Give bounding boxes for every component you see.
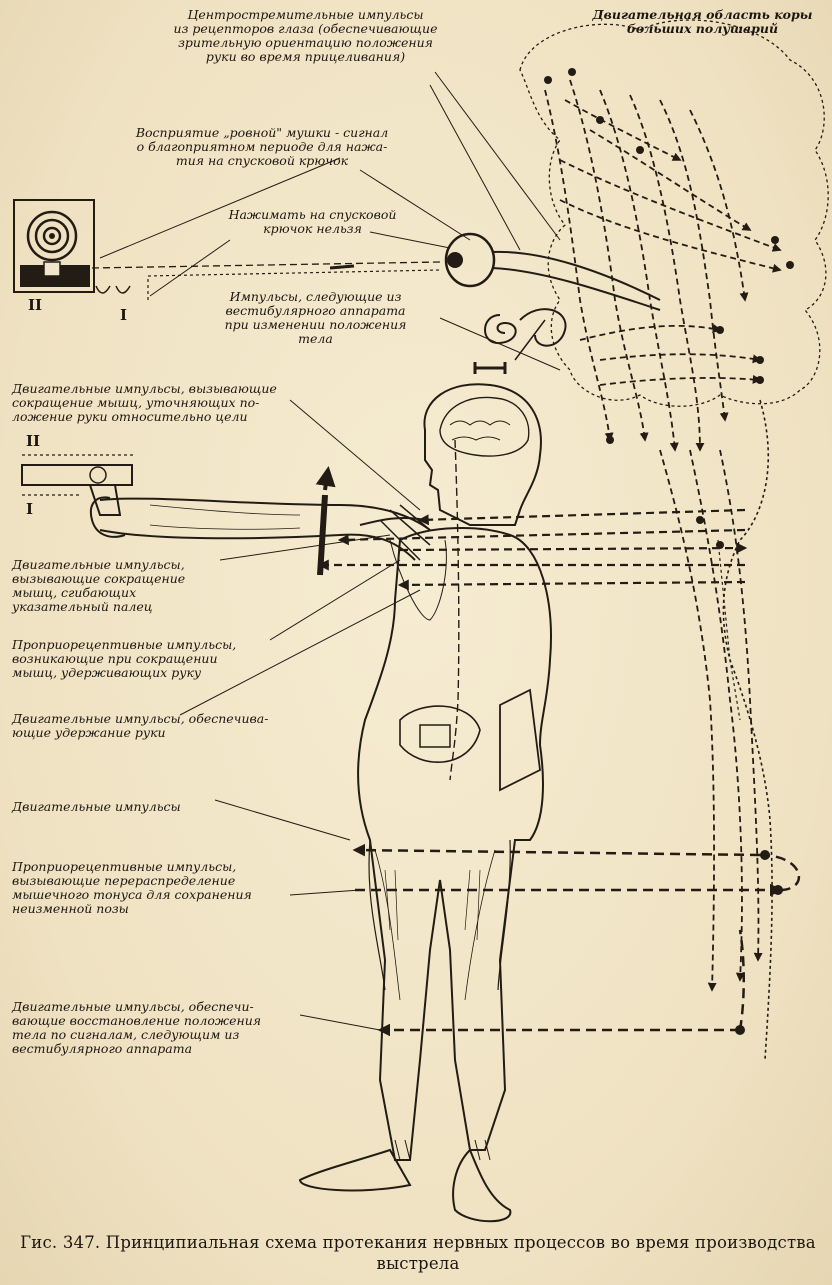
marker-gun-i: I — [26, 500, 33, 518]
inner-ear — [485, 309, 566, 360]
label-proprio-tone: Проприорецептивные импульсы, вызывающие … — [12, 860, 302, 916]
label-vestibular: Импульсы, следующие из вестибулярного ап… — [208, 290, 423, 346]
brain-outline — [520, 20, 828, 406]
spinal-cord — [450, 440, 459, 780]
label-proprio-arm: Проприорецептивные импульсы, возникающие… — [12, 638, 282, 680]
label-motor-cortex: Двигательная область коры больших полуша… — [590, 8, 815, 36]
human-body — [300, 518, 551, 1221]
marker-target-ii: II — [28, 296, 42, 314]
leg-pathways — [355, 850, 799, 1030]
target — [14, 200, 130, 293]
arm-pathways — [320, 510, 745, 585]
figure-caption: Гис. 347. Принципиальная схема протекани… — [18, 1232, 818, 1274]
label-motor-impulses: Двигательные импульсы — [12, 800, 252, 814]
label-motor-arm-position: Двигательные импульсы, вызывающие сокращ… — [12, 382, 332, 424]
label-sight-perception: Восприятие „ровной" мушки - сигнал о бла… — [112, 126, 412, 168]
human-head — [424, 384, 540, 525]
label-no-trigger: Нажимать на спусковой крючок нельзя — [205, 208, 420, 236]
eye — [446, 234, 660, 310]
label-eye-receptors: Центростремительные импульсы из рецептор… — [148, 8, 463, 64]
marker-target-i: I — [120, 306, 127, 324]
marker-gun-ii: II — [26, 432, 40, 450]
label-motor-finger: Двигательные импульсы, вызывающие сокращ… — [12, 558, 232, 614]
label-motor-restore: Двигательные импульсы, обеспечи- вающие … — [12, 1000, 312, 1056]
label-motor-hold-arm: Двигательные импульсы, обеспечива- ющие … — [12, 712, 332, 740]
